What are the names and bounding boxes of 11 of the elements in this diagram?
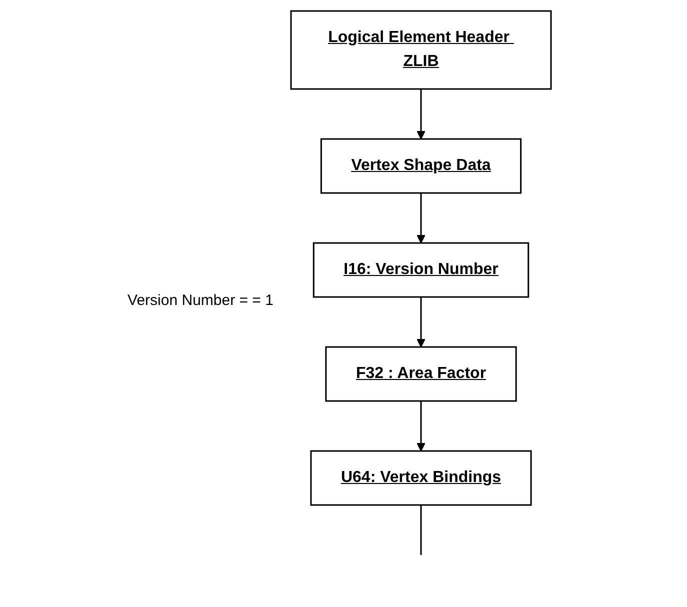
arrow bbox=[417, 296, 426, 347]
arrow bbox=[417, 192, 426, 243]
node-box: I16: Version Number bbox=[313, 242, 530, 298]
node-box: F32 : Area Factor bbox=[326, 346, 518, 402]
arrow bbox=[417, 400, 426, 451]
node-box: Logical Element Header ZLIB bbox=[290, 10, 552, 90]
node-box: Vertex Shape Data bbox=[320, 138, 522, 194]
condition-note: Version Number = = 1 bbox=[128, 292, 274, 308]
connector bbox=[420, 504, 422, 554]
arrow bbox=[417, 88, 426, 139]
node-box: U64: Vertex Bindings bbox=[310, 450, 532, 506]
